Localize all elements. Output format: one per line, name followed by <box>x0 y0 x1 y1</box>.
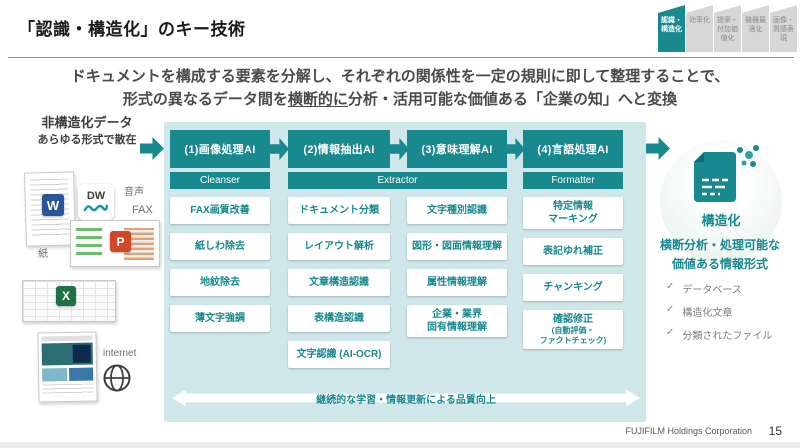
check-icon: ✓ <box>666 327 675 338</box>
pipeline-item: チャンキング <box>523 274 623 301</box>
webpage-hero-image <box>41 342 93 366</box>
column-items-semantic-understanding: 文字種別認識 図形・図面情報理解 属性情報理解 企業・業界 固有情報理解 <box>407 197 507 337</box>
hero-photo <box>72 344 91 363</box>
docuworks-wave-icon <box>83 204 109 212</box>
pipeline-item: ドキュメント分類 <box>288 197 390 224</box>
slide-subtitle: ドキュメントを構成する要素を分解し、それぞれの関係性を一定の規則に即して整理する… <box>0 66 800 111</box>
section-nav-tabs: 認識・構造化 効率化 提案・付加価値化 機器最適化 画像・質感表現 <box>658 4 797 52</box>
nav-tab-efficiency[interactable]: 効率化 <box>686 5 713 52</box>
powerpoint-document-thumbnail <box>70 220 160 267</box>
pipeline-item: 表構造認識 <box>288 305 390 332</box>
structured-doc-icon <box>694 145 759 202</box>
pipeline-item: 文字種別認識 <box>407 197 507 224</box>
fax-label: FAX <box>132 204 153 216</box>
pipeline-item: FAX画質改善 <box>170 197 270 224</box>
webpage-text-lines <box>42 383 94 397</box>
checklist-label: データベース <box>682 285 742 296</box>
column-header-image-processing-ai: (1)画像処理AI <box>170 130 270 168</box>
pipeline-item: 紙しわ除去 <box>170 233 270 260</box>
pipeline-item: 特定情報 マーキング <box>523 197 623 229</box>
nav-tab-recognition-structuring[interactable]: 認識・構造化 <box>658 5 685 52</box>
footer-company-name: FUJIFILM Holdings Corporation <box>625 426 752 436</box>
role-bar-formatter: Formatter <box>523 172 623 189</box>
column-header-semantic-understanding-ai: (3)意味理解AI <box>407 130 507 168</box>
webpage-thumbnails-row <box>42 367 94 382</box>
pipeline-item: 図形・図面情報理解 <box>407 233 507 260</box>
check-icon: ✓ <box>666 281 675 292</box>
mini-bar-chart <box>76 228 102 260</box>
webpage-thumbnail <box>37 331 98 403</box>
column-items-language-processing: 特定情報 マーキング 表記ゆれ補正 チャンキング 確認修正 (自動評価・ ファク… <box>523 197 623 349</box>
role-bar-cleanser: Cleanser <box>170 172 270 189</box>
subtitle-line1: ドキュメントを構成する要素を分解し、それぞれの関係性を一定の規則に即して整理する… <box>70 68 730 85</box>
page-number: 15 <box>768 424 782 438</box>
pipeline-item: 確認修正 (自動評価・ ファクトチェック) <box>523 310 623 349</box>
subtitle-line2-pre: 形式の異なるデータ間を <box>122 90 288 108</box>
word-icon: W <box>42 194 64 216</box>
structured-output-checklist: ✓ データベース ✓ 構造化文章 ✓ 分類されたファイル <box>666 281 772 350</box>
checklist-item-classified-files: ✓ 分類されたファイル <box>666 327 772 342</box>
column-items-image-processing: FAX画質改善 紙しわ除去 地紋除去 薄文字強調 <box>170 197 270 332</box>
pipeline-item-main: 確認修正 <box>553 314 593 325</box>
subtitle-line2-underlined: 横断的に <box>287 90 348 108</box>
pipeline-item: 文字認識 (AI-OCR) <box>288 341 390 368</box>
quality-improvement-label: 継続的な学習・情報更新による品質向上 <box>316 394 496 406</box>
page-title: 「認識・構造化」のキー技術 <box>18 20 246 39</box>
structured-title: 構造化 <box>701 213 741 228</box>
checklist-item-database: ✓ データベース <box>666 281 772 296</box>
nav-tab-proposal-value-add[interactable]: 提案・付加価値化 <box>714 5 741 52</box>
pipeline-item: 属性情報理解 <box>407 269 507 296</box>
audio-label: 音声 <box>124 187 144 198</box>
pipeline-item: 文章構造認識 <box>288 269 390 296</box>
paper-label: 紙 <box>38 249 48 260</box>
unstructured-data-subheading: あらゆる形式で散在 <box>37 134 137 146</box>
column-header-information-extraction-ai: (2)情報抽出AI <box>288 130 390 168</box>
powerpoint-icon: P <box>110 231 131 252</box>
checklist-label: 構造化文章 <box>682 308 733 319</box>
pipeline-item: 表記ゆれ補正 <box>523 238 623 265</box>
docuworks-logo-text: DW <box>86 190 106 202</box>
pipeline-item: レイアウト解析 <box>288 233 390 260</box>
unstructured-data-heading: 非構造化データ <box>41 115 133 130</box>
pipeline-item: 企業・業界 固有情報理解 <box>407 305 507 337</box>
check-icon: ✓ <box>666 304 675 315</box>
output-arrow-icon <box>646 137 670 160</box>
globe-icon <box>103 364 131 392</box>
nav-tab-device-optimization[interactable]: 機器最適化 <box>742 5 769 52</box>
nav-tab-image-texture[interactable]: 画像・質感表現 <box>770 5 797 52</box>
role-bar-extractor: Extractor <box>288 172 507 189</box>
excel-icon: X <box>56 286 76 306</box>
bottom-strip <box>0 442 800 448</box>
pipeline-item-sub: (自動評価・ ファクトチェック) <box>539 326 607 345</box>
pipeline-item: 薄文字強調 <box>170 305 270 332</box>
structured-description: 横断分析・処理可能な 価値ある情報形式 <box>659 238 780 271</box>
browser-header <box>41 335 93 342</box>
column-header-language-processing-ai: (4)言語処理AI <box>523 130 623 168</box>
checklist-item-structured-text: ✓ 構造化文章 <box>666 304 772 319</box>
subtitle-line2-post: 分析・活用可能な価値ある「企業の知」へと変換 <box>347 90 678 108</box>
column-items-information-extraction: ドキュメント分類 レイアウト解析 文章構造認識 表構造認識 文字認識 (AI-O… <box>288 197 390 368</box>
internet-label: internet <box>103 348 137 359</box>
pipeline-item: 地紋除去 <box>170 269 270 296</box>
title-divider <box>8 57 794 58</box>
docuworks-icon: DW <box>78 184 114 220</box>
checklist-label: 分類されたファイル <box>682 331 773 342</box>
